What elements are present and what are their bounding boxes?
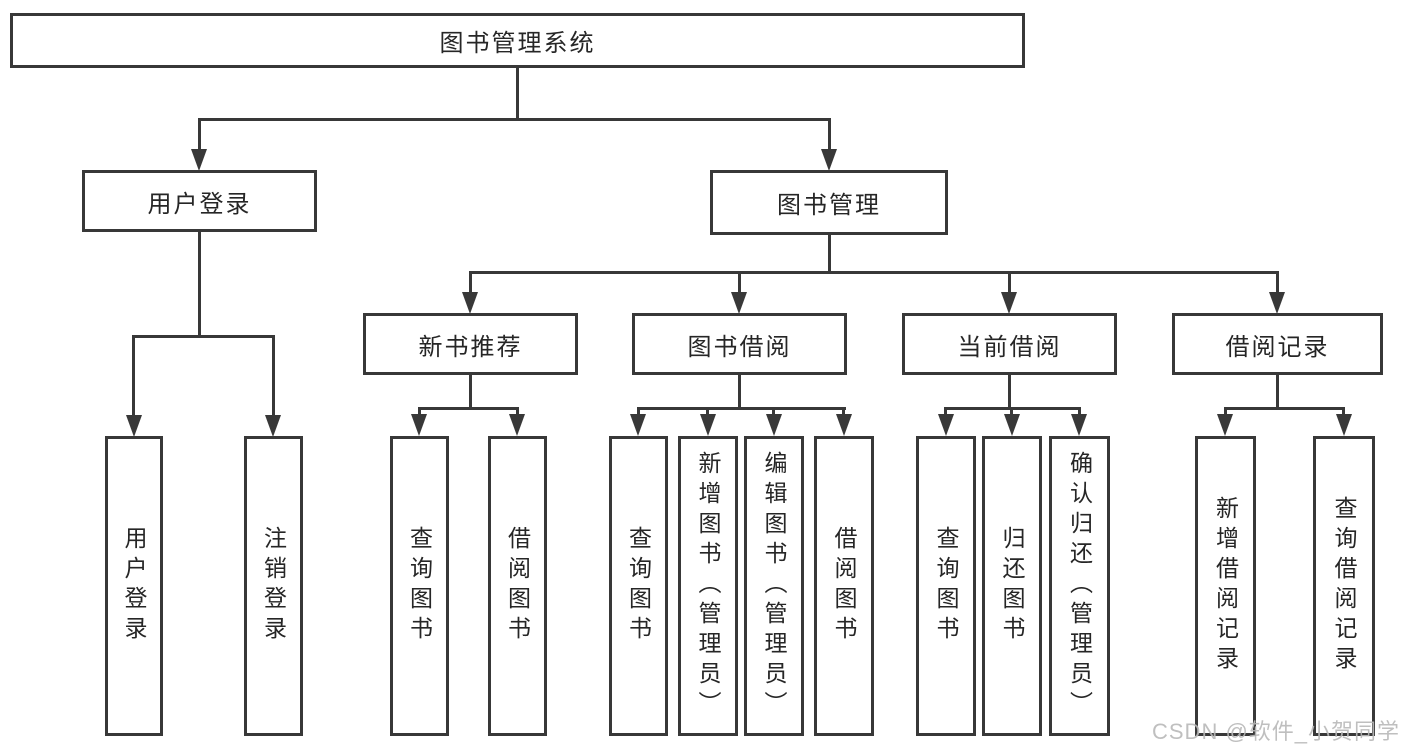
arrowhead-down-icon xyxy=(1071,414,1087,436)
node-leaf-borrow-books-2: 借阅图书 xyxy=(814,436,874,736)
node-leaf-user-login: 用户登录 xyxy=(105,436,163,736)
node-label: 新书推荐 xyxy=(418,333,523,361)
node-label: 用户登录 xyxy=(147,190,252,218)
connector-line xyxy=(1008,271,1011,295)
connector-line xyxy=(516,407,519,417)
arrowhead-down-icon xyxy=(126,415,142,437)
node-book-management: 图书管理 xyxy=(710,170,948,235)
arrowhead-down-icon xyxy=(509,414,525,436)
connector-line xyxy=(944,407,947,417)
node-label: 新增借阅记录 xyxy=(1212,496,1239,676)
connector-line xyxy=(198,232,201,338)
node-label: 当前借阅 xyxy=(957,333,1062,361)
connector-line xyxy=(198,118,831,121)
connector-line xyxy=(706,407,709,417)
connector-line xyxy=(198,118,201,152)
arrowhead-down-icon xyxy=(462,292,478,314)
node-label: 查询图书 xyxy=(625,526,652,646)
arrowhead-down-icon xyxy=(1336,414,1352,436)
connector-line xyxy=(842,407,845,417)
connector-line xyxy=(1078,407,1081,417)
node-label: 图书管理 xyxy=(777,192,881,219)
arrowhead-down-icon xyxy=(265,415,281,437)
connector-line xyxy=(1276,375,1279,410)
connector-line xyxy=(1008,375,1011,410)
node-leaf-confirm-return-admin: 确认归还（管理员） xyxy=(1049,436,1110,736)
node-leaf-logout: 注销登录 xyxy=(244,436,303,736)
node-leaf-query-books-3: 查询图书 xyxy=(916,436,976,736)
arrowhead-down-icon xyxy=(731,292,747,314)
node-label: 确认归还（管理员） xyxy=(1066,451,1093,721)
node-leaf-query-books-1: 查询图书 xyxy=(390,436,449,736)
connector-line xyxy=(418,407,421,417)
node-new-book-recommendation: 新书推荐 xyxy=(363,313,578,375)
node-label: 借阅图书 xyxy=(504,526,531,646)
connector-line xyxy=(469,271,472,295)
connector-line xyxy=(828,118,831,152)
connector-line xyxy=(637,407,640,417)
node-label: 用户登录 xyxy=(121,526,147,646)
arrowhead-down-icon xyxy=(938,414,954,436)
connector-line xyxy=(516,68,519,119)
node-book-borrowing: 图书借阅 xyxy=(632,313,847,375)
node-leaf-edit-books-admin: 编辑图书（管理员） xyxy=(744,436,804,736)
connector-line xyxy=(772,407,775,417)
node-current-borrowing: 当前借阅 xyxy=(902,313,1117,375)
arrowhead-down-icon xyxy=(836,414,852,436)
node-leaf-return-books: 归还图书 xyxy=(982,436,1042,736)
node-label: 编辑图书（管理员） xyxy=(761,451,787,721)
node-book-management-system: 图书管理系统 xyxy=(10,13,1025,68)
node-leaf-borrow-books-1: 借阅图书 xyxy=(488,436,547,736)
arrowhead-down-icon xyxy=(1217,414,1233,436)
node-label: 图书借阅 xyxy=(687,333,792,361)
node-label: 归还图书 xyxy=(999,526,1025,646)
connector-line xyxy=(1224,407,1227,417)
node-label: 借阅图书 xyxy=(831,526,857,646)
node-borrowing-records: 借阅记录 xyxy=(1172,313,1383,375)
connector-line xyxy=(1276,271,1279,295)
connector-line xyxy=(469,271,1279,274)
node-label: 查询图书 xyxy=(406,526,433,646)
node-leaf-query-books-2: 查询图书 xyxy=(609,436,668,736)
arrowhead-down-icon xyxy=(630,414,646,436)
node-leaf-add-borrow-record: 新增借阅记录 xyxy=(1195,436,1256,736)
node-label: 新增图书（管理员） xyxy=(695,451,721,721)
connector-line xyxy=(469,375,472,410)
arrowhead-down-icon xyxy=(700,414,716,436)
connector-line xyxy=(132,335,275,338)
connector-line xyxy=(132,335,135,417)
node-user-login: 用户登录 xyxy=(82,170,317,232)
node-label: 查询借阅记录 xyxy=(1331,496,1357,676)
node-label: 查询图书 xyxy=(933,526,959,646)
arrowhead-down-icon xyxy=(821,149,837,171)
connector-line xyxy=(828,235,831,274)
node-label: 借阅记录 xyxy=(1225,333,1330,361)
arrowhead-down-icon xyxy=(191,149,207,171)
connector-line xyxy=(637,407,846,410)
connector-line xyxy=(1010,407,1013,417)
node-label: 注销登录 xyxy=(260,526,287,646)
watermark: CSDN @软件_小贺同学 xyxy=(1152,719,1401,744)
arrowhead-down-icon xyxy=(411,414,427,436)
connector-line xyxy=(272,335,275,417)
node-leaf-add-books-admin: 新增图书（管理员） xyxy=(678,436,738,736)
arrowhead-down-icon xyxy=(766,414,782,436)
connector-line xyxy=(738,271,741,295)
connector-line xyxy=(1224,407,1345,410)
node-label: 图书管理系统 xyxy=(439,30,596,57)
arrowhead-down-icon xyxy=(1001,292,1017,314)
node-leaf-query-borrow-record: 查询借阅记录 xyxy=(1313,436,1375,736)
connector-line xyxy=(418,407,519,410)
connector-line xyxy=(1342,407,1345,417)
arrowhead-down-icon xyxy=(1004,414,1020,436)
connector-line xyxy=(738,375,741,410)
arrowhead-down-icon xyxy=(1269,292,1285,314)
